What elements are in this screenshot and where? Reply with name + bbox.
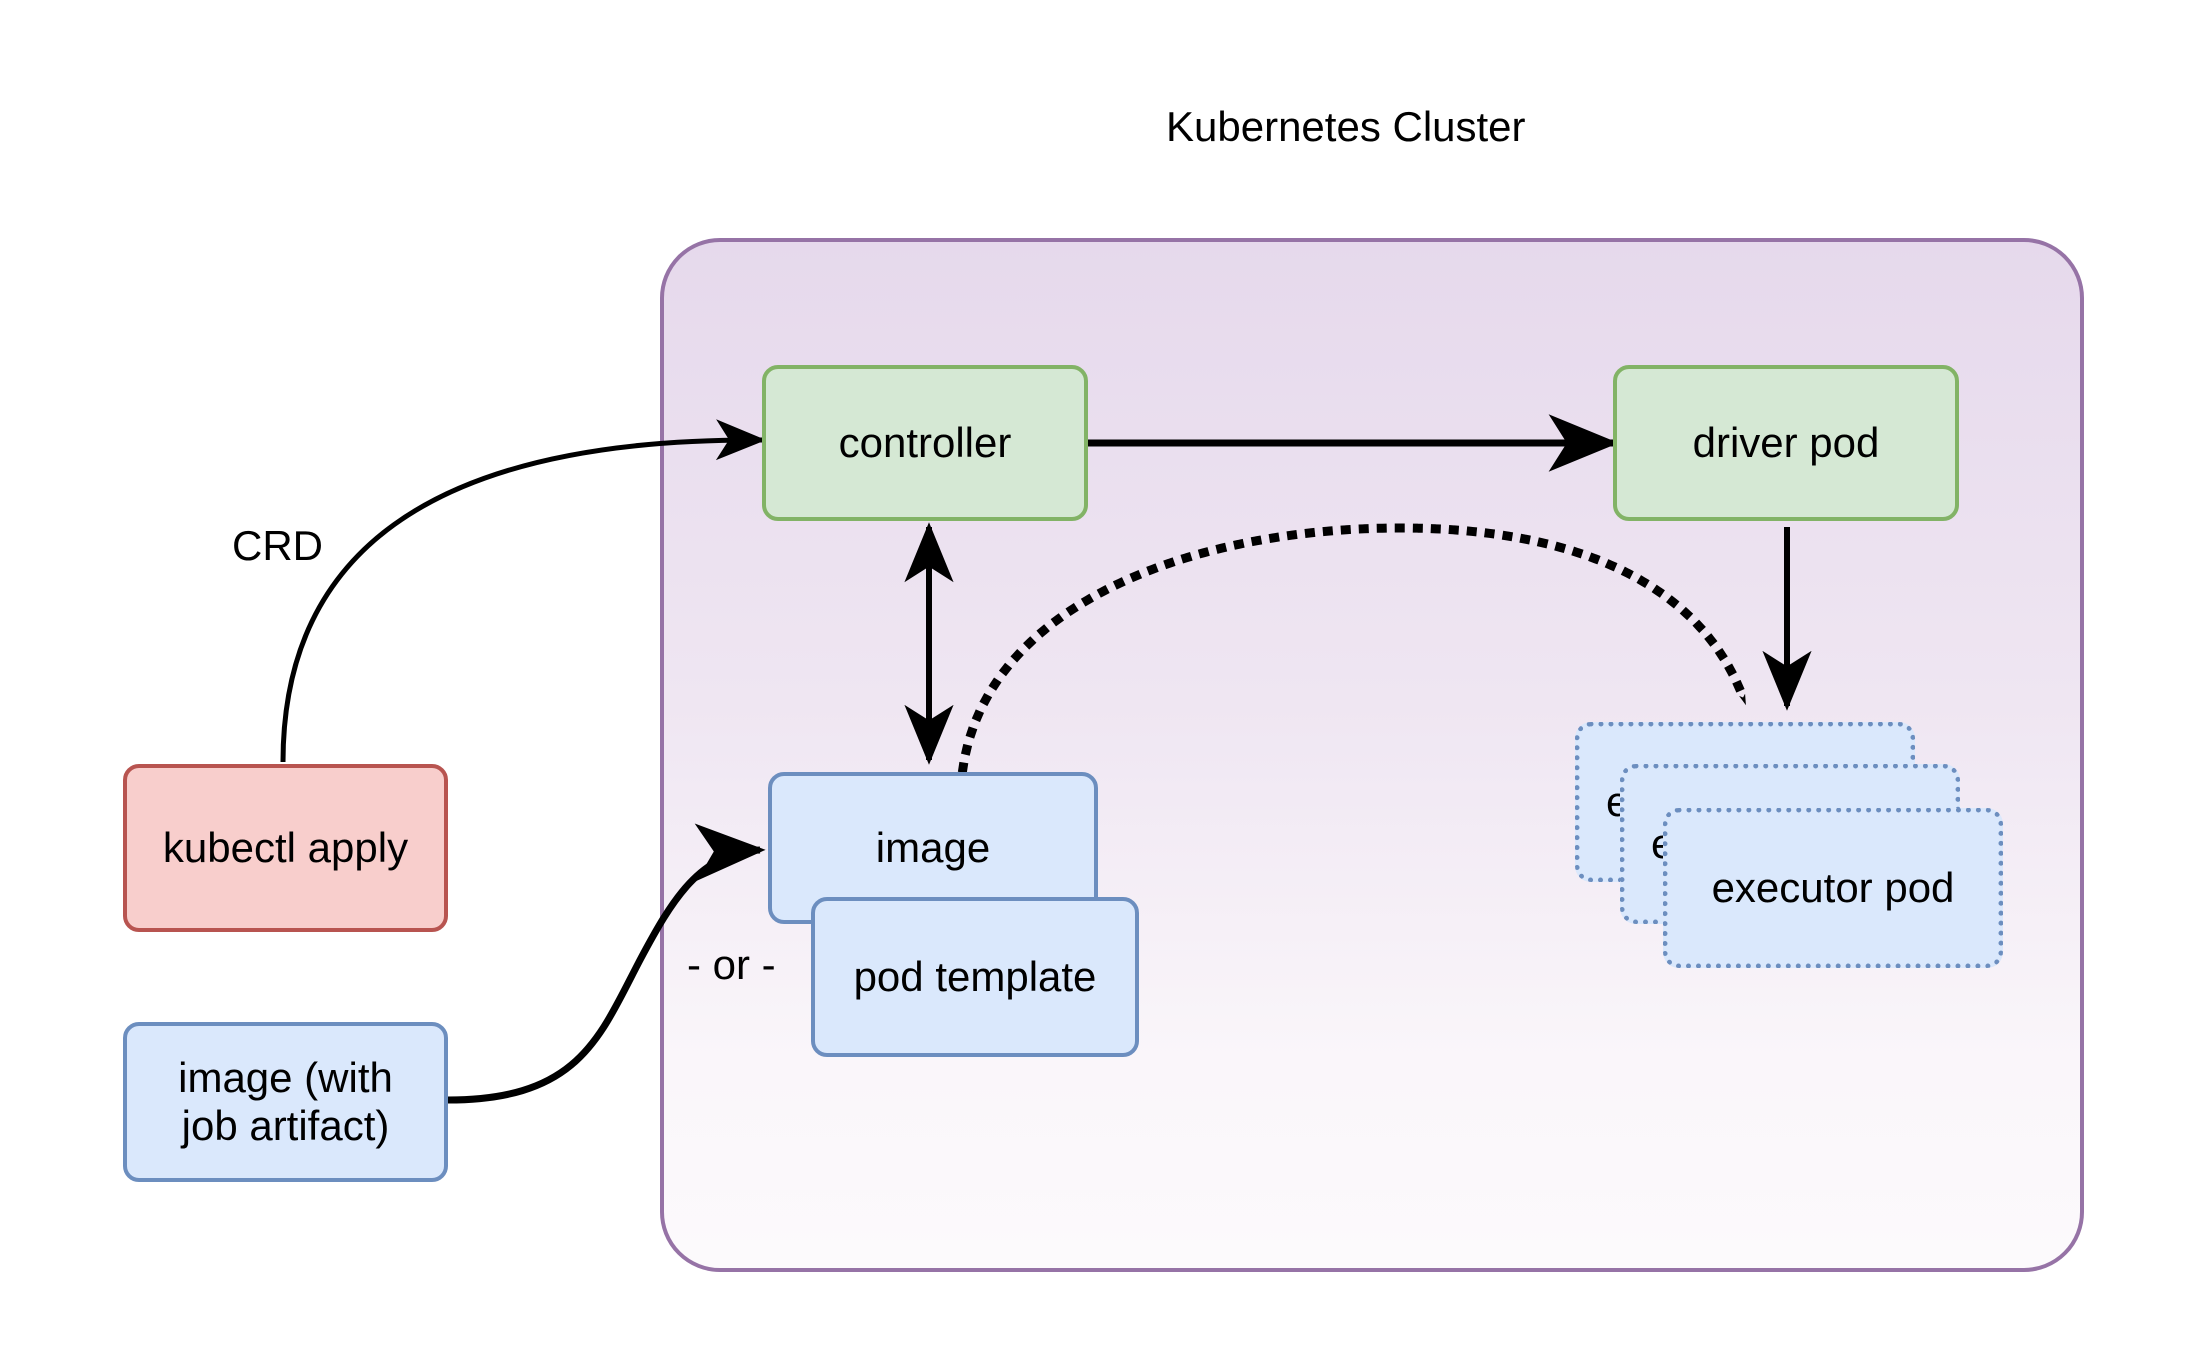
node-pod-template-label: pod template [853,952,1097,1000]
node-driver-pod[interactable]: driver pod [1613,365,1959,521]
node-pod-template[interactable]: pod template [811,897,1139,1057]
node-image-with-job-artifact[interactable]: image (with job artifact) [123,1022,448,1182]
node-executor-pod-front[interactable]: executor pod [1663,808,2003,968]
node-kubectl-apply[interactable]: kubectl apply [123,764,448,932]
node-driver-pod-label: driver pod [1692,418,1880,466]
node-controller-label: controller [838,418,1012,466]
node-image-with-job-artifact-label-line1: image (with [178,1053,393,1101]
node-controller[interactable]: controller [762,365,1088,521]
node-executor-pod-front-label: executor pod [1711,863,1955,911]
cluster-title: Kubernetes Cluster [1166,103,1526,150]
node-image-with-job-artifact-label-line2: job artifact) [181,1102,390,1149]
edge-label-or: - or - [687,941,776,988]
edge-label-crd: CRD [232,522,323,569]
node-kubectl-apply-label: kubectl apply [162,823,409,871]
node-image-label: image [875,823,991,871]
